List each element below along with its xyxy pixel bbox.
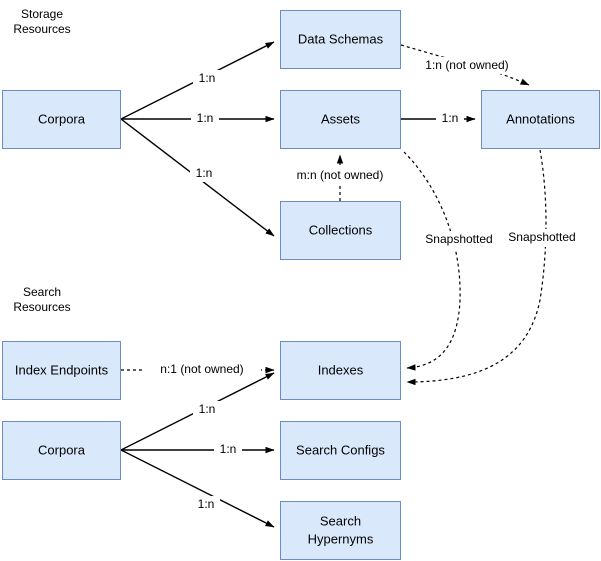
node-search-configs[interactable]: Search Configs xyxy=(280,421,401,480)
node-data-schemas[interactable]: Data Schemas xyxy=(280,10,401,69)
node-corpora-search[interactable]: Corpora xyxy=(2,421,121,480)
edge-label: 1:n xyxy=(196,166,213,180)
edge-annotations-snapshotted-to-indexes: Snapshotted xyxy=(406,149,585,386)
node-assets[interactable]: Assets xyxy=(280,90,401,149)
node-corpora-storage[interactable]: Corpora xyxy=(2,90,121,149)
node-label: Search Configs xyxy=(296,442,385,457)
group-label-line1: Storage xyxy=(21,7,63,21)
node-label: Annotations xyxy=(506,111,575,126)
edge-label: m:n (not owned) xyxy=(297,168,384,182)
edge-label: 1:n xyxy=(199,402,216,416)
group-label-line2: Resources xyxy=(13,300,70,314)
node-label: Collections xyxy=(309,222,373,237)
edge-corpora-to-assets: 1:n xyxy=(121,111,275,128)
edge-label: Snapshotted xyxy=(508,230,575,244)
edge-corpora-to-search-configs: 1:n xyxy=(121,442,275,459)
group-label-search: Search Resources xyxy=(13,285,70,314)
edge-corpora-to-search-hypernyms: 1:n xyxy=(120,449,275,528)
edge-label: n:1 (not owned) xyxy=(160,362,243,376)
edge-label: 1:n (not owned) xyxy=(425,58,508,72)
edge-assets-to-annotations: 1:n xyxy=(401,111,476,128)
edge-label: 1:n xyxy=(442,111,459,125)
edge-data-schemas-to-annotations: 1:n (not owned) xyxy=(400,44,530,86)
node-label: Corpora xyxy=(38,442,86,457)
group-label-line1: Search xyxy=(23,285,61,299)
node-search-hypernyms[interactable]: Search Hypernyms xyxy=(280,501,401,560)
edge-label: 1:n xyxy=(199,71,216,85)
node-index-endpoints[interactable]: Index Endpoints xyxy=(2,341,121,400)
node-label: Data Schemas xyxy=(298,31,384,46)
edge-collections-to-assets: m:n (not owned) xyxy=(281,154,399,201)
edge-index-endpoints-to-indexes: n:1 (not owned) xyxy=(121,362,275,379)
node-label: Indexes xyxy=(318,362,364,377)
node-label: Index Endpoints xyxy=(15,362,109,377)
edge-corpora-to-collections: 1:n xyxy=(120,118,275,237)
edge-assets-snapshotted-to-indexes: Snapshotted xyxy=(403,151,502,371)
edge-label: 1:n xyxy=(198,497,215,511)
node-label-line1: Search xyxy=(320,513,361,528)
node-annotations[interactable]: Annotations xyxy=(481,90,600,149)
edge-label: 1:n xyxy=(197,111,214,125)
edge-label: 1:n xyxy=(220,442,237,456)
group-label-line2: Resources xyxy=(13,22,70,36)
node-indexes[interactable]: Indexes xyxy=(280,341,401,400)
node-label: Assets xyxy=(321,111,361,126)
edge-corpora-to-indexes: 1:n xyxy=(120,372,275,451)
node-label: Corpora xyxy=(38,111,86,126)
edge-label: Snapshotted xyxy=(425,232,492,246)
group-label-storage: Storage Resources xyxy=(13,7,70,36)
node-label-line2: Hypernyms xyxy=(308,531,374,546)
edge-corpora-to-data-schemas: 1:n xyxy=(120,41,275,120)
node-collections[interactable]: Collections xyxy=(280,201,401,260)
